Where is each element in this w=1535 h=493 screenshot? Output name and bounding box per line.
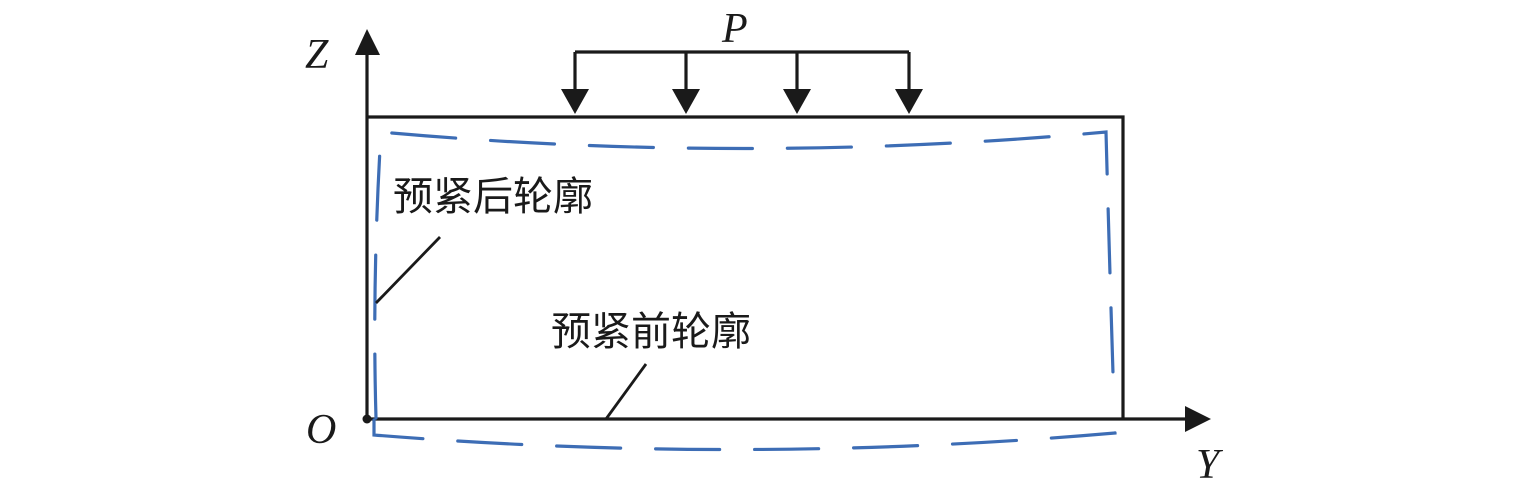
load-arrow — [895, 52, 923, 114]
origin-point — [362, 414, 372, 424]
y-axis-label: Y — [1196, 442, 1224, 488]
load-arrows — [561, 52, 923, 114]
after-preload-leader — [374, 236, 442, 304]
after-preload-contour-top — [373, 130, 1116, 420]
after-preload-label: 预紧后轮廓 — [393, 174, 593, 220]
before-preload-leader — [604, 363, 648, 420]
y-axis-arrowhead — [1185, 406, 1211, 432]
after-preload-contour-bottom — [372, 418, 1117, 452]
load-arrow — [783, 52, 811, 114]
before-preload-label: 预紧前轮廓 — [551, 309, 751, 355]
before-preload-contour — [367, 115, 1125, 419]
load-arrow — [672, 52, 700, 114]
origin-label: O — [306, 407, 336, 453]
z-axis-label: Z — [305, 32, 329, 78]
load-label: P — [721, 6, 748, 52]
z-axis-arrowhead — [355, 29, 380, 55]
load-arrow — [561, 52, 589, 114]
